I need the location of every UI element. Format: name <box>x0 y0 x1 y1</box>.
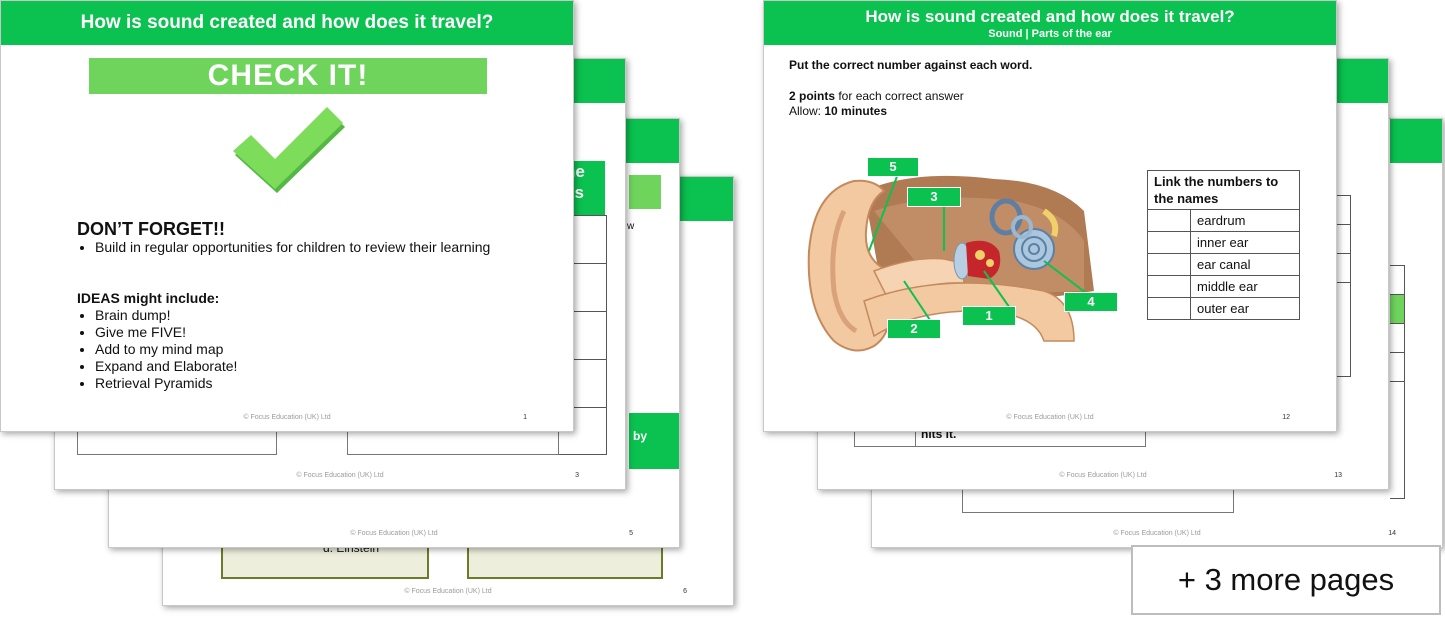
check-it-text: CHECK IT! <box>207 59 369 92</box>
table-fragment <box>1336 195 1351 377</box>
table-row: middle ear <box>1147 275 1300 298</box>
ear-diagram <box>807 170 1095 352</box>
table-row: eardrum <box>1147 209 1300 232</box>
page-number: 1 <box>523 414 527 421</box>
row-label: eardrum <box>1190 209 1300 232</box>
slide-subtitle: Sound | Parts of the ear <box>988 28 1112 40</box>
check-it-banner: CHECK IT! <box>89 58 487 94</box>
ideas-list: Brain dump! Give me FIVE! Add to my mind… <box>77 307 237 392</box>
list-item: Give me FIVE! <box>95 324 237 341</box>
diagram-label-5: 5 <box>867 157 919 177</box>
page-number: 12 <box>1282 414 1290 421</box>
row-label: inner ear <box>1190 231 1300 254</box>
points-rest: for each correct answer <box>835 89 964 103</box>
more-pages-label: + 3 more pages <box>1177 562 1395 597</box>
answer-cell[interactable] <box>1147 253 1191 276</box>
page-number: 3 <box>575 472 579 479</box>
slide-title-bar: How is sound created and how does it tra… <box>764 1 1336 45</box>
slide-title-bar: How is sound created and how does it tra… <box>1 1 573 45</box>
footer-copyright: © Focus Education (UK) Ltd <box>243 414 331 421</box>
allow-label: Allow: <box>789 104 825 118</box>
table-row: ear canal <box>1147 253 1300 276</box>
answer-cell[interactable] <box>1147 231 1191 254</box>
slide-title: How is sound created and how does it tra… <box>80 12 494 33</box>
page-number: 14 <box>1388 530 1396 537</box>
diagram-label-1: 1 <box>962 306 1016 326</box>
allow-line: Allow: 10 minutes <box>789 104 887 118</box>
checkmark-icon <box>233 107 345 193</box>
list-item: Retrieval Pyramids <box>95 375 237 392</box>
page-number: 13 <box>1334 472 1342 479</box>
allow-value: 10 minutes <box>824 104 888 118</box>
row-label: ear canal <box>1190 253 1300 276</box>
slide-header-bar <box>1336 59 1388 103</box>
dont-forget-list: Build in regular opportunities for child… <box>77 239 525 256</box>
table-row: inner ear <box>1147 231 1300 254</box>
list-item: Add to my mind map <box>95 341 237 358</box>
link-names-table: Link the numbers to the names eardrum in… <box>1147 170 1300 320</box>
list-item: Build in regular opportunities for child… <box>95 239 525 256</box>
cochlea-shape <box>1013 228 1055 270</box>
diagram-label-4: 4 <box>1064 292 1118 312</box>
slide-page-1: How is sound created and how does it tra… <box>0 0 574 432</box>
table-row: outer ear <box>1147 297 1300 320</box>
table-fragment <box>1390 265 1405 499</box>
footer-copyright: © Focus Education (UK) Ltd <box>350 530 438 537</box>
points-bold: 2 points <box>789 89 836 103</box>
ideas-heading: IDEAS might include: <box>77 290 220 306</box>
points-line: 2 points for each correct answer <box>789 89 964 103</box>
row-label: middle ear <box>1190 275 1300 298</box>
footer-copyright: © Focus Education (UK) Ltd <box>296 472 384 479</box>
page-number: 5 <box>629 530 633 537</box>
slide-header-bar <box>1390 119 1442 163</box>
slide-page-12: How is sound created and how does it tra… <box>763 0 1337 432</box>
diagram-label-2: 2 <box>887 319 941 339</box>
list-item: Brain dump! <box>95 307 237 324</box>
more-pages-box[interactable]: + 3 more pages <box>1131 545 1441 615</box>
answer-cell[interactable] <box>1147 275 1191 298</box>
green-heading-box <box>629 175 661 209</box>
footer-copyright: © Focus Education (UK) Ltd <box>1059 472 1147 479</box>
green-side-box: by <box>629 413 679 469</box>
dont-forget-heading: DON’T FORGET!! <box>77 219 225 239</box>
footer-copyright: © Focus Education (UK) Ltd <box>1006 414 1094 421</box>
diagram-label-3: 3 <box>907 187 961 207</box>
table-header: Link the numbers to the names <box>1147 170 1300 210</box>
list-item: Expand and Elaborate! <box>95 358 237 375</box>
page-number: 6 <box>683 588 687 595</box>
instruction-text: Put the correct number against each word… <box>789 58 1033 72</box>
middle-ear-shape <box>966 240 1001 279</box>
slide-title: How is sound created and how does it tra… <box>865 7 1235 26</box>
partial-text-w: w <box>627 221 635 232</box>
answer-cell[interactable] <box>1147 209 1191 232</box>
row-label: outer ear <box>1190 297 1300 320</box>
side-box-text: by <box>633 429 648 443</box>
footer-copyright: © Focus Education (UK) Ltd <box>1113 530 1201 537</box>
footer-copyright: © Focus Education (UK) Ltd <box>404 588 492 595</box>
answer-cell[interactable] <box>1147 297 1191 320</box>
